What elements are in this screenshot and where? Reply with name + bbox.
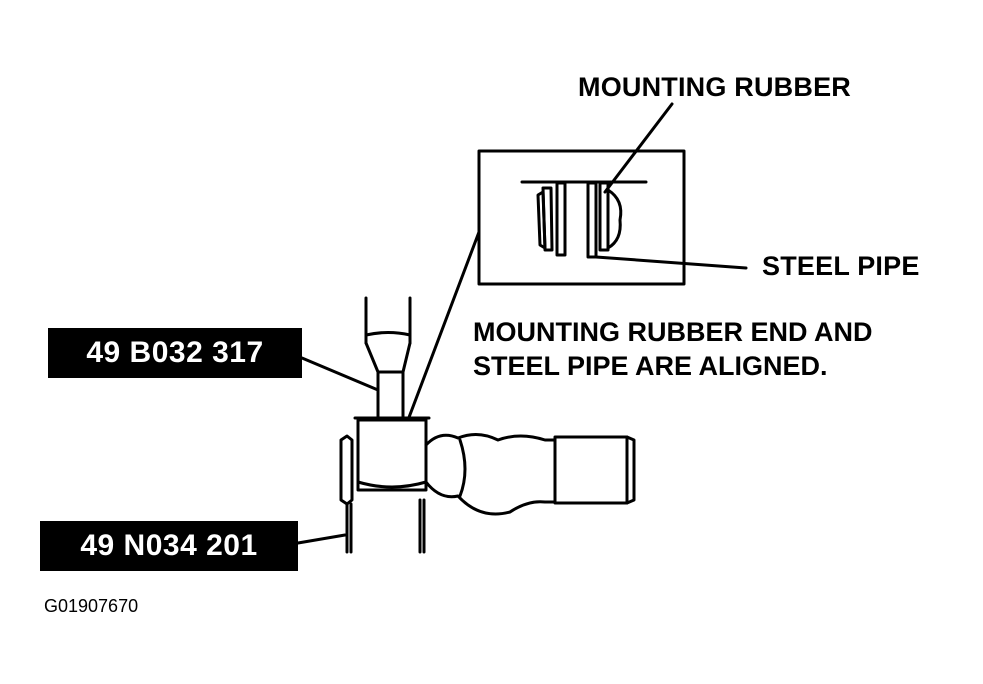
bushing-body [353, 416, 557, 516]
leader-steel-pipe [594, 255, 748, 270]
inset-right-section [586, 181, 623, 259]
lower-fixture [339, 434, 426, 554]
inset-left-section [536, 181, 567, 257]
alignment-note: MOUNTING RUBBER END AND STEEL PIPE ARE A… [473, 315, 873, 383]
detail-inset-box [477, 149, 686, 286]
leader-detail [406, 230, 481, 422]
mounting-rubber-label: MOUNTING RUBBER [578, 72, 851, 102]
lower-tool-label: 49 N034 201 [40, 521, 298, 571]
end-sleeve [553, 435, 636, 505]
upper-tool [364, 296, 412, 422]
figure-code: G01907670 [44, 596, 139, 616]
leader-upper-tool [300, 356, 380, 392]
steel-pipe-label: STEEL PIPE [762, 251, 920, 281]
leader-mounting-rubber [603, 102, 674, 194]
alignment-note-line1: MOUNTING RUBBER END AND [473, 317, 873, 347]
leader-lower-tool [296, 533, 347, 545]
alignment-note-line2: STEEL PIPE ARE ALIGNED. [473, 351, 828, 381]
upper-tool-label: 49 B032 317 [48, 328, 302, 378]
